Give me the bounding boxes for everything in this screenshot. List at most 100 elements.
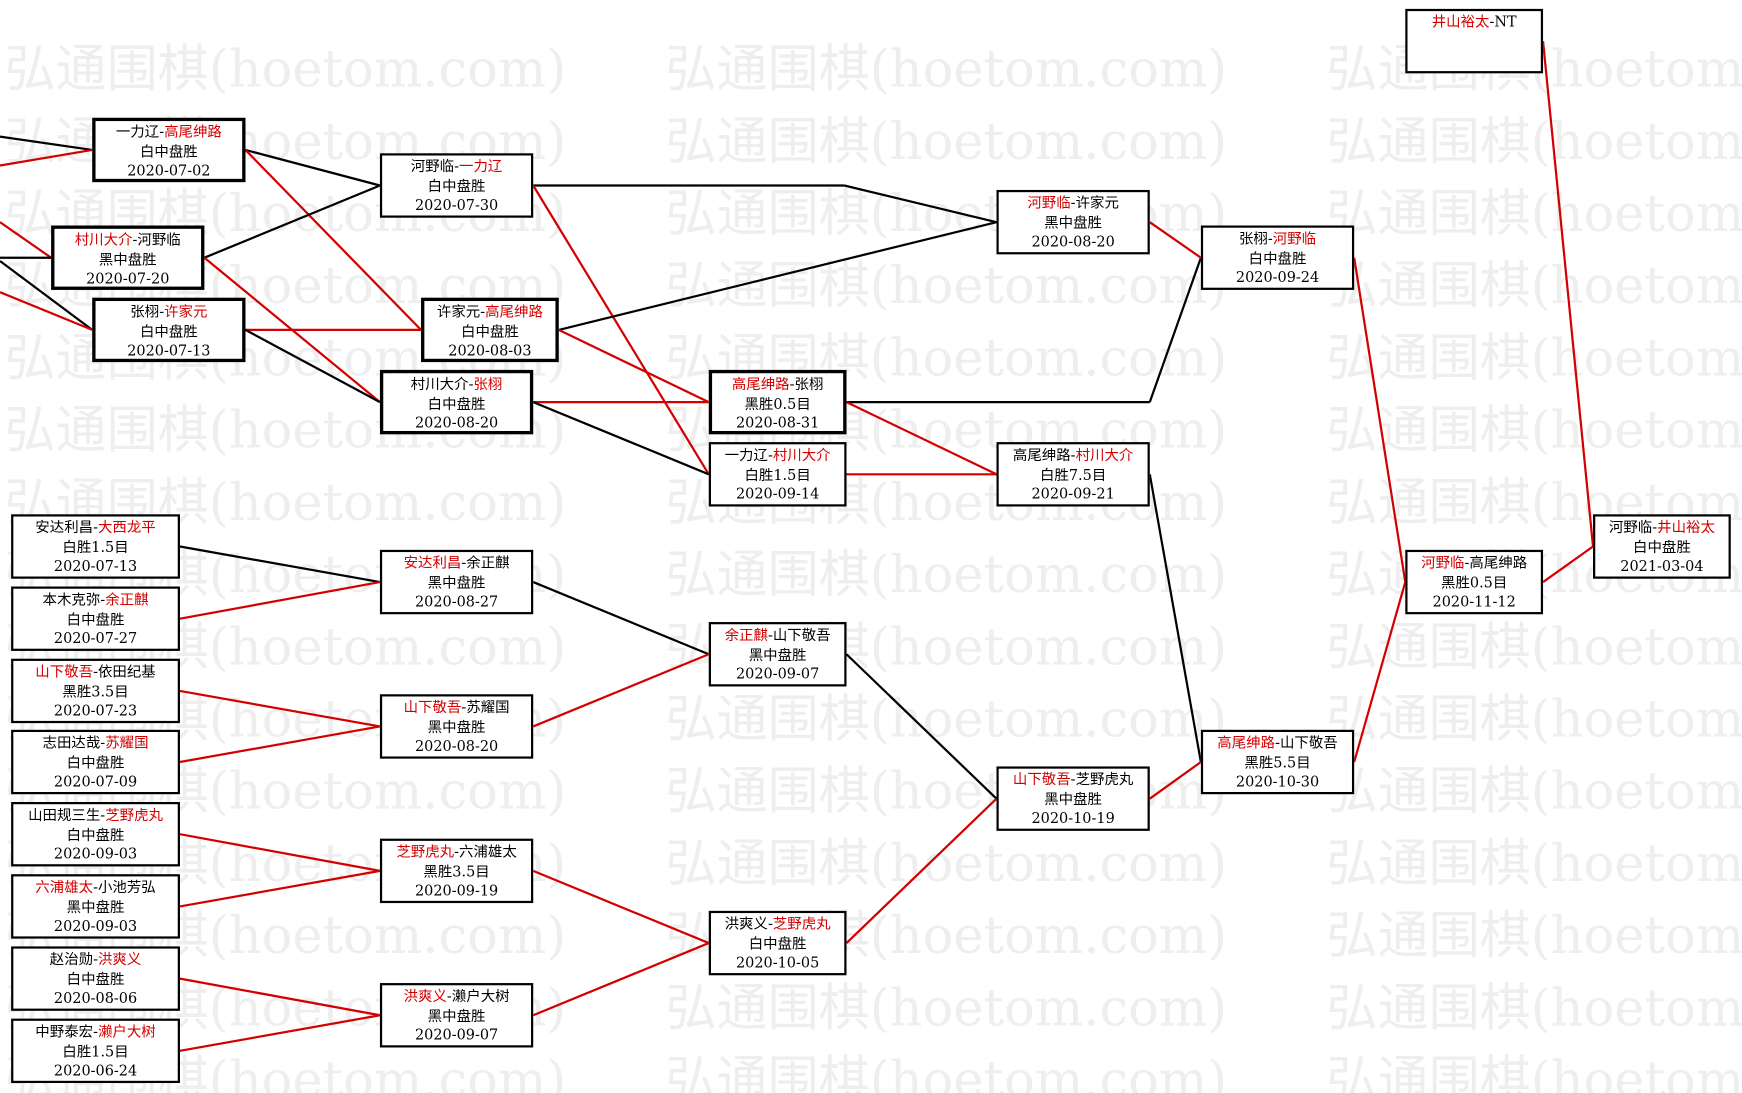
match-players: 赵治勋-洪爽义: [13, 951, 177, 970]
match-players: 山下敬吾-苏耀国: [382, 699, 531, 718]
match-date: 2020-08-20: [414, 415, 499, 433]
player-1-name: 安达利昌: [35, 519, 94, 537]
player-1-name: 村川大介: [74, 232, 133, 249]
match-result: 黑中盘胜: [427, 574, 486, 592]
match-date: 2020-09-21: [1031, 486, 1115, 504]
watermark-text: 弘通围棋(hoetom.com): [1326, 835, 1741, 894]
match-result: 黑中盘胜: [748, 647, 807, 664]
player-1-name: 高尾绅路: [1012, 447, 1071, 465]
match-players: 志田达哉-苏耀国: [13, 734, 177, 753]
player-1-name: 山下敬吾: [35, 664, 94, 681]
player-separator: -: [461, 699, 467, 717]
bracket-connector-line: [179, 833, 381, 872]
bracket-connector-line: [0, 148, 93, 167]
match-date: 2020-09-24: [1235, 269, 1320, 287]
player-2-name: 余正麒: [105, 592, 149, 609]
bracket-connector-line: [0, 291, 93, 331]
match-result: 白中盘胜: [66, 826, 125, 844]
match-result: 白中盘胜: [427, 178, 486, 195]
player-1-name: 高尾绅路: [731, 376, 790, 394]
player-1-name: 井山裕太: [1431, 14, 1490, 32]
match-result: 黑胜0.5目: [1441, 574, 1508, 592]
player-1-name: 许家元: [436, 304, 481, 322]
player-2-name: 依田纪基: [97, 664, 156, 681]
player-separator: -: [1464, 555, 1470, 573]
player-1-name: 安达利昌: [403, 555, 462, 573]
player-1-name: 中野泰宏: [35, 1024, 94, 1041]
match-players: 山下敬吾-芝野虎丸: [999, 771, 1148, 790]
match-players: 一力辽-高尾绅路: [96, 123, 243, 142]
match-players: 本木克弥-余正麒: [13, 591, 177, 610]
player-1-name: 山田规三生: [28, 807, 101, 825]
match-date: 2020-08-20: [414, 738, 499, 756]
match-result: 白中盘胜: [1248, 250, 1307, 268]
match-box-m12[interactable]: 井山裕太-NT: [1405, 8, 1544, 74]
player-1-name: 张栩: [130, 304, 160, 322]
match-date: 2020-09-07: [414, 1027, 499, 1045]
bracket-connector-line: [179, 725, 381, 764]
player-1-name: 六浦雄太: [35, 879, 94, 897]
match-result: 白中盘胜: [748, 935, 807, 953]
match-date: 2020-11-12: [1432, 594, 1516, 611]
player-separator: -: [1267, 231, 1273, 248]
watermark-text: 弘通围棋(hoetom.com): [665, 41, 1227, 100]
match-date: 2020-08-03: [448, 343, 532, 360]
player-separator: -: [93, 879, 98, 897]
match-date: 2020-09-19: [414, 883, 499, 900]
player-2-name: 高尾绅路: [1469, 555, 1528, 573]
player-separator: -: [93, 951, 98, 969]
bracket-connector-line: [179, 977, 381, 1017]
player-separator: -: [1070, 195, 1076, 213]
match-date: 2020-10-05: [735, 955, 820, 972]
player-2-name: 井山裕太: [1657, 519, 1715, 537]
player-separator: -: [767, 447, 773, 465]
watermark-text: 弘通围棋(hoetom.com): [1326, 907, 1741, 966]
player-1-name: 一力辽: [724, 447, 768, 465]
match-date: 2020-07-30: [414, 197, 499, 215]
match-players: 安达利昌-大西龙平: [13, 519, 177, 538]
bracket-connector-line: [532, 869, 710, 945]
match-players: 村川大介-张栩: [383, 375, 530, 394]
match-result: 黑中盘胜: [427, 1008, 486, 1025]
player-2-name: 河野临: [137, 232, 181, 249]
match-players: 河野临-许家元: [999, 194, 1148, 213]
match-players: 一力辽-村川大介: [711, 447, 844, 466]
bracket-connector-line: [203, 184, 381, 259]
player-2-name: 苏耀国: [105, 735, 149, 753]
match-players: 安达利昌-余正麒: [382, 554, 531, 573]
player-2-name: 山下敬吾: [1279, 735, 1338, 753]
player-2-name: 洪爽义: [97, 951, 142, 969]
match-players: 许家元-高尾绅路: [424, 303, 555, 322]
